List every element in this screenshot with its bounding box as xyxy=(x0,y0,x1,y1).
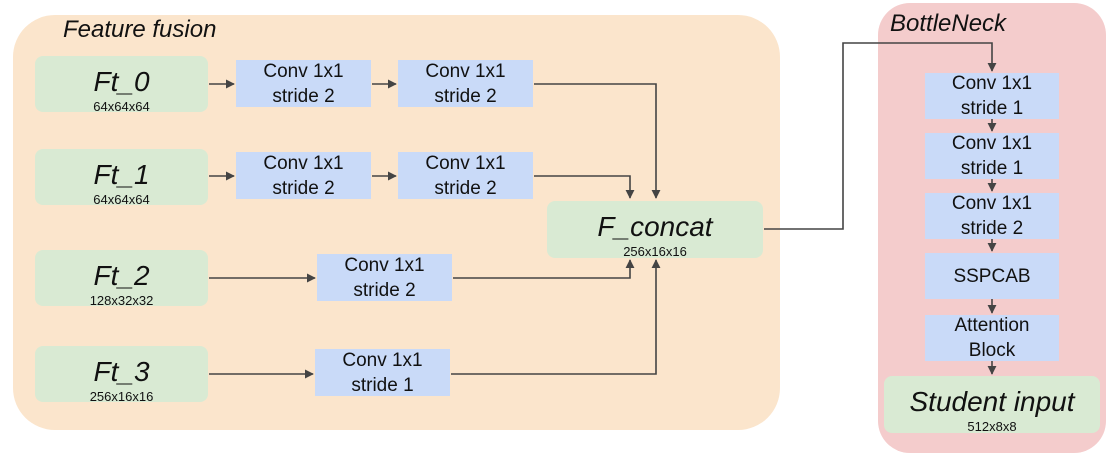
bottleneck-block-conv3: Conv 1x1 stride 2 xyxy=(925,193,1059,239)
conv-label: Conv 1x1 xyxy=(425,60,506,82)
student-input-box: Student input 512x8x8 xyxy=(884,376,1100,434)
conv-box-row1-b: Conv 1x1 stride 2 xyxy=(398,152,533,199)
conv-label: Conv 1x1 xyxy=(344,254,425,276)
conv-stride: stride 2 xyxy=(434,177,497,199)
conv-box-row3: Conv 1x1 stride 1 xyxy=(315,349,450,396)
bottleneck-block-attention: Attention Block xyxy=(925,315,1059,361)
block-label: Conv 1x1 xyxy=(951,133,1033,154)
block-sublabel: Block xyxy=(968,340,1016,361)
feature-name: Ft_0 xyxy=(93,66,150,97)
feature-name: Ft_3 xyxy=(93,356,150,387)
conv-box-row0-b: Conv 1x1 stride 2 xyxy=(398,60,533,107)
arrow-row2-to-concat xyxy=(453,259,635,279)
block-sublabel: stride 1 xyxy=(960,98,1024,119)
conv-stride: stride 2 xyxy=(434,85,497,107)
arrow-row1-to-concat xyxy=(534,175,635,199)
conv-box-row2: Conv 1x1 stride 2 xyxy=(317,254,452,301)
feature-dims: 64x64x64 xyxy=(93,192,150,207)
arrow-concat-to-bottleneck xyxy=(764,42,997,230)
bottleneck-block-conv2: Conv 1x1 stride 1 xyxy=(925,133,1059,179)
feature-name: Ft_2 xyxy=(93,260,150,291)
block-sublabel: stride 2 xyxy=(960,218,1024,239)
feature-box-ft1: Ft_1 64x64x64 xyxy=(35,149,208,207)
concat-dims: 256x16x16 xyxy=(623,244,687,259)
block-sublabel: stride 1 xyxy=(960,158,1024,179)
feature-fusion-title: Feature fusion xyxy=(63,16,217,43)
conv-box-row0-a: Conv 1x1 stride 2 xyxy=(236,60,371,107)
feature-name: Ft_1 xyxy=(93,159,150,190)
conv-box-row1-a: Conv 1x1 stride 2 xyxy=(236,152,371,199)
concat-name: F_concat xyxy=(597,211,713,242)
feature-box-ft0: Ft_0 64x64x64 xyxy=(35,56,208,114)
arrow-row0-to-concat xyxy=(534,83,661,199)
conv-label: Conv 1x1 xyxy=(263,152,344,174)
feature-box-ft3: Ft_3 256x16x16 xyxy=(35,346,208,404)
feature-box-ft2: Ft_2 128x32x32 xyxy=(35,250,208,308)
feature-dims: 256x16x16 xyxy=(89,389,154,404)
block-label: SSPCAB xyxy=(953,265,1031,287)
conv-label: Conv 1x1 xyxy=(263,60,344,82)
student-input-name: Student input xyxy=(909,386,1075,417)
feature-dims: 64x64x64 xyxy=(93,99,150,114)
block-label: Conv 1x1 xyxy=(951,193,1033,214)
conv-label: Conv 1x1 xyxy=(342,349,423,371)
conv-stride: stride 2 xyxy=(353,279,416,301)
bottleneck-title: BottleNeck xyxy=(890,10,1007,37)
block-label: Conv 1x1 xyxy=(951,73,1033,94)
conv-stride: stride 2 xyxy=(272,177,335,199)
bottleneck-block-sspcab: SSPCAB xyxy=(925,253,1059,299)
conv-label: Conv 1x1 xyxy=(425,152,506,174)
concat-box: F_concat 256x16x16 xyxy=(547,201,763,259)
student-input-dims: 512x8x8 xyxy=(967,419,1017,434)
conv-stride: stride 1 xyxy=(351,374,414,396)
conv-stride: stride 2 xyxy=(272,85,335,107)
arrow-row3-to-concat xyxy=(451,259,661,375)
feature-dims: 128x32x32 xyxy=(89,293,154,308)
block-label: Attention xyxy=(954,315,1030,336)
bottleneck-block-conv1: Conv 1x1 stride 1 xyxy=(925,73,1059,119)
